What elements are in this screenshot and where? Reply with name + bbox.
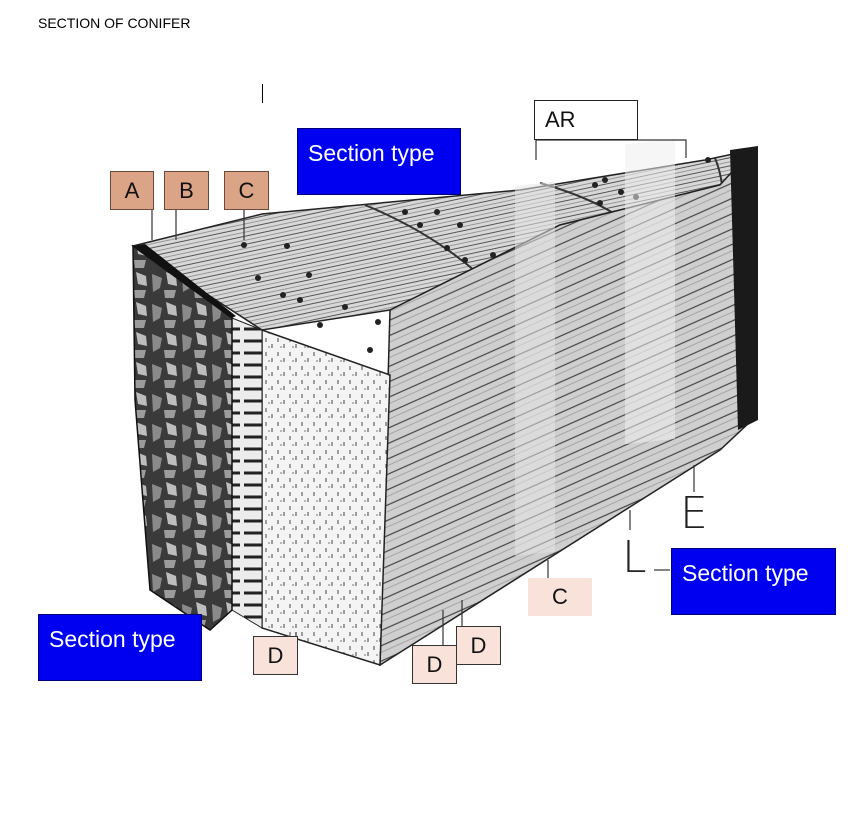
pale-band — [625, 139, 675, 445]
bark-rim — [133, 244, 236, 318]
tangential-face — [261, 328, 391, 667]
text-cursor — [262, 84, 263, 103]
page-title: SECTION OF CONIFER — [38, 15, 191, 31]
label-ar[interactable]: AR — [534, 100, 638, 140]
section-type-box-top[interactable]: Section type — [297, 128, 461, 195]
label-l: L — [622, 532, 647, 583]
label-d-mid[interactable]: D — [412, 645, 457, 684]
label-b[interactable]: B — [164, 171, 209, 210]
ray-strip — [231, 317, 263, 629]
leader-lines — [151, 139, 695, 645]
label-a[interactable]: A — [110, 171, 154, 210]
label-e: E — [680, 488, 708, 539]
bark-edge — [730, 146, 758, 430]
section-type-box-bottom-left[interactable]: Section type — [38, 614, 202, 681]
label-c-bottom[interactable]: C — [528, 578, 592, 616]
section-type-box-right[interactable]: Section type — [671, 548, 836, 615]
label-c-top[interactable]: C — [224, 171, 269, 210]
label-d-right[interactable]: D — [456, 626, 501, 665]
label-d-left[interactable]: D — [253, 636, 298, 675]
pale-band — [515, 181, 555, 556]
